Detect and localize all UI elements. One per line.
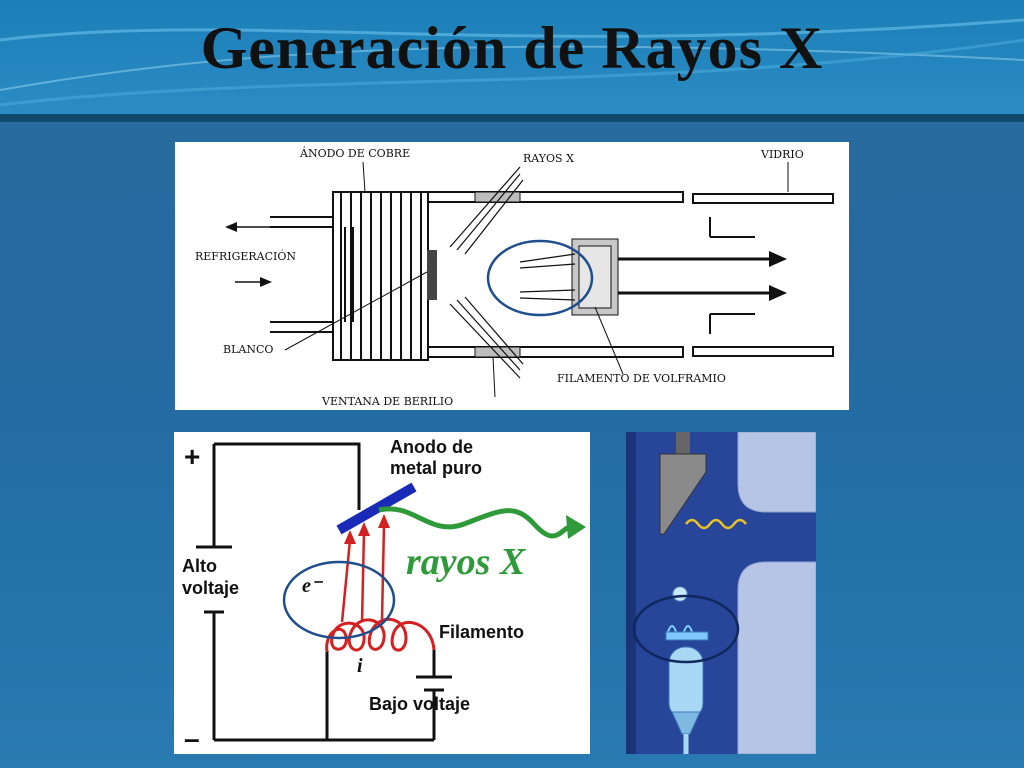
label-filamento: Filamento: [439, 622, 524, 642]
label-anodo-cobre: ÁNODO DE COBRE: [299, 146, 410, 160]
label-voltaje: voltaje: [182, 578, 239, 598]
label-bajo-voltaje: Bajo voltaje: [369, 694, 470, 714]
electron-highlight: [282, 560, 396, 640]
label-refrigeracion: REFRIGERACIÓN: [195, 249, 296, 263]
filament-coil: [325, 617, 436, 653]
xray-tube-illustration: [626, 432, 816, 754]
filament-highlight: [632, 594, 740, 664]
label-rayos-x: rayos X: [406, 541, 527, 583]
xray-wave: [378, 506, 571, 539]
header-band: [0, 0, 1024, 122]
label-metal-puro: metal puro: [390, 458, 482, 478]
anode-plate: [336, 482, 417, 535]
electron-beam-highlight: [486, 239, 594, 317]
label-corriente: i: [357, 655, 363, 677]
label-ventana-berilio: VENTANA DE BERILIO: [321, 395, 453, 408]
label-blanco: BLANCO: [223, 343, 273, 356]
xray-circuit-diagram: + – Anodo de metal puro Alto voltaje ray…: [174, 432, 590, 754]
xray-tube-diagram: ÁNODO DE COBRE RAYOS X VIDRIO REFRIGERAC…: [175, 142, 849, 410]
label-minus: –: [184, 723, 200, 754]
label-rayos-x: RAYOS X: [523, 152, 574, 165]
label-electron: e⁻: [302, 575, 324, 597]
label-vidrio: VIDRIO: [760, 148, 804, 161]
label-anodo: Anodo de: [390, 437, 473, 457]
label-plus: +: [184, 441, 200, 472]
page-title: Generación de Rayos X: [200, 15, 824, 81]
label-alto: Alto: [182, 556, 217, 576]
label-filamento-volframio: FILAMENTO DE VOLFRAMIO: [557, 372, 726, 385]
